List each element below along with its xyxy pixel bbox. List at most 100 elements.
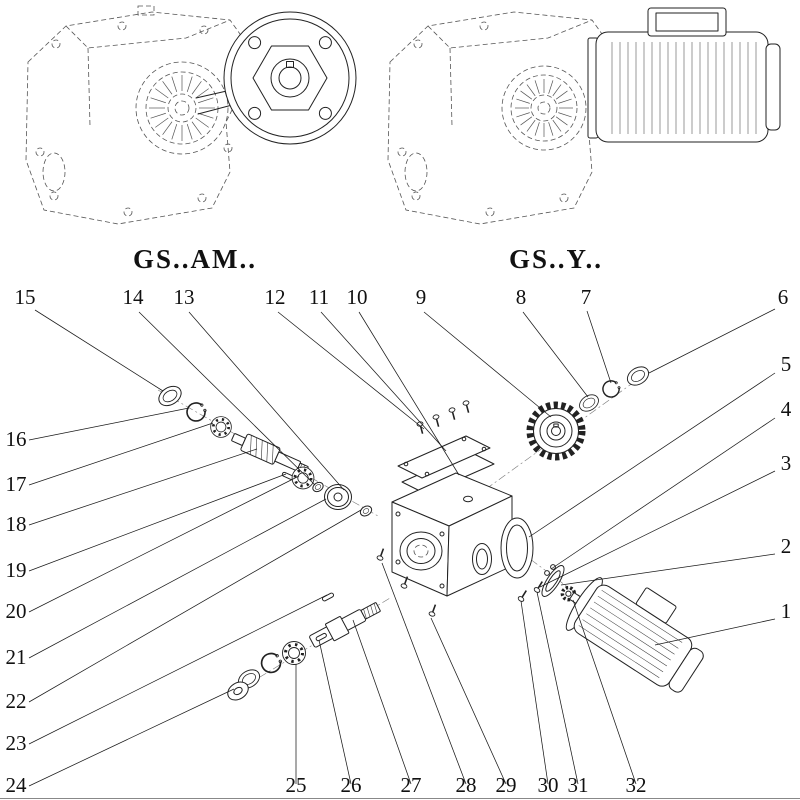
leader-10 (358, 311, 460, 476)
gsy-housing-edge (427, 19, 593, 49)
gsy-wormwheel-boss (501, 65, 587, 151)
gsy-motor-body (595, 31, 769, 143)
leader-17 (28, 422, 214, 486)
leader-5 (528, 372, 776, 538)
callout-7: 7 (581, 285, 592, 309)
leader-3 (539, 470, 776, 588)
callout-32: 32 (626, 773, 647, 797)
callout-6: 6 (778, 285, 789, 309)
leader-16 (28, 407, 190, 441)
part-motor (560, 577, 704, 693)
leader-29 (430, 617, 507, 785)
part-seal-cap (359, 505, 373, 517)
leader-12 (277, 311, 425, 430)
leader-26 (318, 639, 352, 785)
callout-22: 22 (6, 689, 27, 713)
callout-5: 5 (781, 352, 792, 376)
callout-2: 2 (781, 534, 792, 558)
part-worm-shaft (231, 433, 309, 474)
gsam-wormwheel-boss (135, 61, 229, 155)
leader-11 (320, 311, 447, 452)
part-gear-circlip (599, 376, 624, 401)
part-spacer-ring (312, 481, 324, 493)
gsy-foot-hole (404, 152, 428, 192)
gsy-motor-endcap (765, 43, 781, 131)
callout-26: 26 (341, 773, 362, 797)
callout-4: 4 (781, 397, 792, 421)
gsy-terminal-box-lid (655, 12, 719, 32)
callout-11: 11 (309, 285, 329, 309)
leader-21 (28, 498, 327, 659)
leader-8 (522, 311, 589, 398)
gsy-bolt-bosses (397, 21, 569, 217)
part-input-bearing-front (209, 415, 233, 439)
callout-10: 10 (347, 285, 368, 309)
leader-19 (28, 473, 287, 572)
callout-30: 30 (538, 773, 559, 797)
gsam-spokes (149, 75, 215, 141)
gsam-housing-edge2 (87, 47, 91, 127)
leader-20 (28, 475, 300, 613)
callout-13: 13 (174, 285, 195, 309)
callout-21: 21 (6, 645, 27, 669)
leader-30 (520, 600, 549, 785)
part-end-washer (227, 681, 249, 701)
leader-13 (188, 311, 345, 491)
callout-17: 17 (6, 472, 27, 496)
gsam-output-flange (223, 11, 357, 145)
leader-9 (423, 311, 552, 418)
gsy-housing-outline (387, 11, 603, 225)
part-shim-washer (324, 484, 352, 510)
motor-endcap (668, 647, 704, 693)
callout-28: 28 (456, 773, 477, 797)
leader-6 (648, 308, 776, 374)
callout-20: 20 (6, 599, 27, 623)
leader-22 (28, 509, 362, 703)
callout-3: 3 (781, 451, 792, 475)
gsy-housing-edge2 (449, 47, 453, 127)
gsam-housing-edge (65, 19, 231, 49)
callout-16: 16 (6, 427, 27, 451)
callout-numbers: 15 14 13 12 11 10 9 8 7 6 5 4 3 2 1 16 1… (6, 285, 792, 797)
callout-18: 18 (6, 512, 27, 536)
leader-24 (28, 688, 235, 787)
gsam-foot-hole (42, 152, 66, 192)
leader-15 (34, 309, 164, 392)
gsy-motor-fins (611, 42, 757, 134)
callout-8: 8 (516, 285, 527, 309)
part-cover-plate (397, 435, 491, 479)
part-helical-gear (526, 401, 586, 461)
part-motor-bolts (516, 579, 546, 604)
gsy-motor (587, 7, 781, 143)
callout-27: 27 (401, 773, 422, 797)
leader-18 (28, 448, 258, 526)
leader-14 (138, 311, 316, 486)
gsy-spokes (515, 79, 573, 137)
part-main-housing (391, 472, 513, 597)
part-output-shaft (309, 602, 381, 648)
callout-19: 19 (6, 558, 27, 582)
gsam-oil-plug (137, 5, 155, 16)
part-output-circlip (257, 648, 286, 677)
part-output-flange-cover (500, 517, 534, 579)
leader-31 (536, 591, 579, 785)
callout-12: 12 (265, 285, 286, 309)
part-input-oil-seal (154, 381, 186, 411)
leader-2 (560, 553, 776, 586)
callout-25: 25 (286, 773, 307, 797)
callout-9: 9 (416, 285, 427, 309)
leader-1 (654, 618, 776, 646)
part-gear-end-ring (623, 362, 653, 390)
callout-24: 24 (6, 773, 28, 797)
callout-29: 29 (496, 773, 517, 797)
gsam-bolt-bosses (35, 21, 233, 217)
gearbox-variant-gsam (25, 5, 357, 225)
exploded-parts (154, 362, 704, 701)
gsam-housing-outline (25, 11, 241, 225)
callout-31: 31 (568, 773, 589, 797)
variant-label-gsy: GS..Y.. (509, 244, 603, 274)
leader-27 (352, 619, 412, 785)
part-output-bearing (281, 640, 307, 666)
